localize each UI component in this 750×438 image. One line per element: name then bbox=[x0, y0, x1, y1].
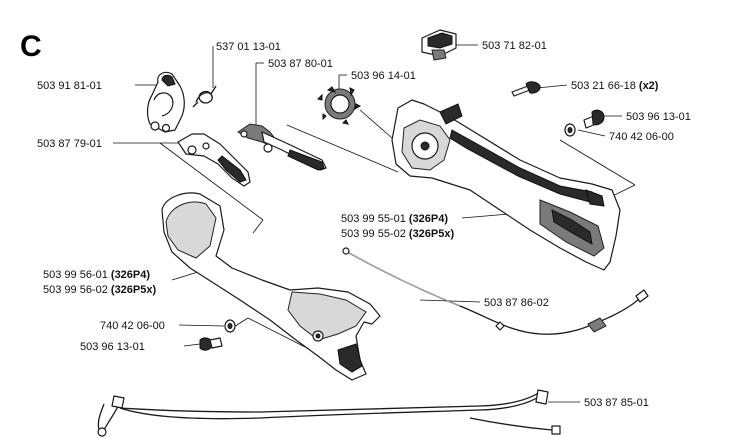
label-503-87-80-01: 503 87 80-01 bbox=[268, 58, 333, 70]
label-503-99-56-02: 503 99 56-02 (326P5x) bbox=[43, 284, 156, 296]
label-503-87-85-01: 503 87 85-01 bbox=[584, 397, 649, 409]
label-503-21-66-18-number: 503 21 66-18 bbox=[571, 80, 636, 92]
spring-537-01-13-01 bbox=[192, 85, 217, 108]
screw-503-96-13-01-upper bbox=[583, 109, 605, 129]
label-503-99-56-02-variant: (326P5x) bbox=[111, 284, 157, 296]
label-503-21-66-18-qty: (x2) bbox=[639, 80, 659, 92]
cable-503-87-86-02 bbox=[342, 247, 649, 335]
label-503-99-56-01: 503 99 56-01 (326P4) bbox=[43, 269, 150, 281]
clamp-503-91-81-01 bbox=[146, 71, 185, 133]
label-503-91-81-01: 503 91 81-01 bbox=[37, 80, 102, 92]
screw-503-96-13-01-lower bbox=[199, 337, 223, 351]
washer-740-42-06-00-upper bbox=[564, 123, 576, 137]
section-letter: C bbox=[20, 30, 42, 63]
label-503-87-79-01: 503 87 79-01 bbox=[37, 138, 102, 150]
throttle-lever-503-87-80-01 bbox=[237, 123, 327, 171]
label-503-99-56-01-number: 503 99 56-01 bbox=[43, 269, 108, 281]
label-503-99-55-02-number: 503 99 55-02 bbox=[341, 228, 406, 240]
label-503-87-86-02: 503 87 86-02 bbox=[484, 297, 549, 309]
label-503-96-13-01-upper: 503 96 13-01 bbox=[626, 111, 691, 123]
label-503-99-55-01-number: 503 99 55-01 bbox=[341, 213, 406, 225]
washer-740-42-06-00-lower bbox=[224, 319, 236, 333]
label-503-99-55-02: 503 99 55-02 (326P5x) bbox=[341, 228, 454, 240]
screw-503-21-66-18 bbox=[511, 81, 541, 97]
handle-half-503-99-56 bbox=[161, 192, 381, 381]
gear-ring-503-96-14-01 bbox=[317, 86, 362, 125]
switch-503-71-82-01 bbox=[421, 29, 457, 61]
label-503-99-55-02-variant: (326P5x) bbox=[409, 228, 455, 240]
label-503-99-55-01: 503 99 55-01 (326P4) bbox=[341, 213, 448, 225]
handle-half-503-99-55 bbox=[391, 99, 621, 271]
label-503-99-56-02-number: 503 99 56-02 bbox=[43, 284, 108, 296]
part-labels: 537 01 13-01 503 87 80-01 503 96 14-01 5… bbox=[37, 40, 691, 409]
label-503-96-14-01: 503 96 14-01 bbox=[351, 70, 416, 82]
wire-harness-503-87-85-01 bbox=[97, 389, 561, 437]
trigger-503-87-79-01 bbox=[177, 133, 251, 187]
label-503-71-82-01: 503 71 82-01 bbox=[482, 40, 547, 52]
label-503-21-66-18: 503 21 66-18 (x2) bbox=[571, 80, 659, 92]
label-537-01-13-01: 537 01 13-01 bbox=[216, 41, 281, 53]
label-740-42-06-00-upper: 740 42 06-00 bbox=[609, 131, 674, 143]
label-740-42-06-00-lower: 740 42 06-00 bbox=[100, 320, 165, 332]
label-503-96-13-01-lower: 503 96 13-01 bbox=[80, 341, 145, 353]
label-503-99-56-01-variant: (326P4) bbox=[111, 269, 150, 281]
label-503-99-55-01-variant: (326P4) bbox=[409, 213, 448, 225]
